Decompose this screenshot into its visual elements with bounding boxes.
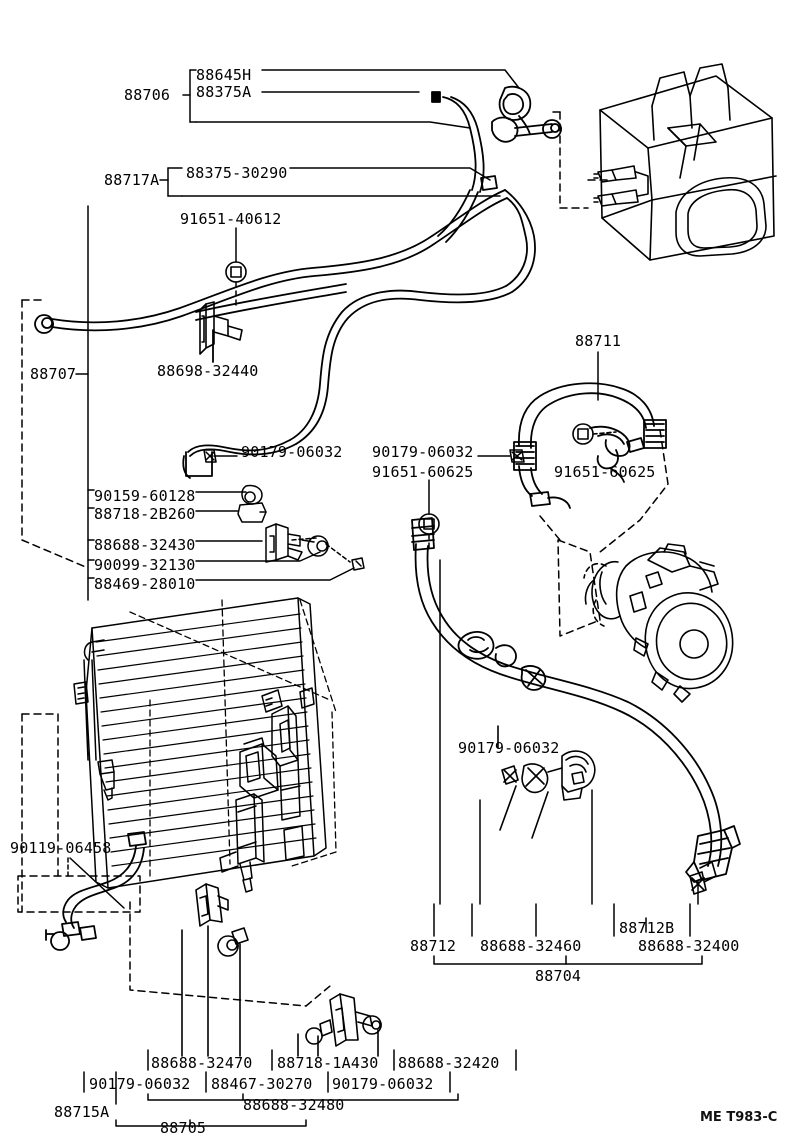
callout-88375A: 88375A [196, 83, 252, 101]
clamp-88712B [689, 861, 717, 895]
callout-90179-06032-b: 90179-06032 [372, 443, 474, 461]
callout-88706: 88706 [124, 86, 171, 104]
suction-hose-88711 [513, 382, 667, 509]
callout-90179-06032-c: 90179-06032 [458, 739, 560, 757]
callout-91651-40612: 91651-40612 [180, 210, 282, 228]
callout-88469-28010: 88469-28010 [94, 575, 196, 593]
marker-B-1 [225, 261, 247, 283]
callout-88711: 88711 [575, 332, 622, 350]
marker-B-3 [572, 423, 617, 445]
dashed-region-evaporator [547, 111, 611, 209]
condenser-assembly [73, 597, 337, 893]
callout-91651-60625-a: 91651-60625 [372, 463, 474, 481]
callout-88688-32460: 88688-32460 [480, 937, 582, 955]
bracket-system-bottom-right [433, 559, 703, 965]
leader-group-88706 [182, 69, 520, 129]
callout-88467-30270: 88467-30270 [211, 1075, 313, 1093]
callout-88705: 88705 [160, 1119, 207, 1137]
callout-90179-06032-a: 90179-06032 [241, 443, 343, 461]
leader-90119-06458 [67, 857, 125, 909]
callout-88688-32420: 88688-32420 [398, 1054, 500, 1072]
callout-88688-32470: 88688-32470 [151, 1054, 253, 1072]
callout-88717A: 88717A [104, 171, 160, 189]
callout-90179-06032-e: 90179-06032 [332, 1075, 434, 1093]
sheet-watermark: ME T983-C [700, 1110, 778, 1125]
dashed-region-88707 [21, 299, 89, 569]
callout-88707: 88707 [30, 365, 77, 383]
mid-loop-pipe [182, 189, 536, 479]
callout-88688-32480: 88688-32480 [243, 1096, 345, 1114]
dashed-region-compressor [539, 429, 669, 637]
callout-88688-32400: 88688-32400 [638, 937, 740, 955]
callout-90099-32130: 90099-32130 [94, 556, 196, 574]
dashed-region-88715A [17, 713, 141, 913]
callout-88704: 88704 [535, 967, 582, 985]
lower-left-pipe [45, 831, 147, 951]
evaporator-heater-unit [593, 63, 777, 261]
compressor-assembly [583, 543, 734, 703]
callout-90159-60128: 90159-60128 [94, 487, 196, 505]
callout-90179-06032-d: 90179-06032 [89, 1075, 191, 1093]
callout-88645H: 88645H [196, 66, 252, 84]
hose-bundle-top [431, 85, 562, 243]
bracket-88698-32440 [199, 301, 243, 363]
callout-88698-32440: 88698-32440 [157, 362, 259, 380]
callout-88718-1A430: 88718-1A430 [277, 1054, 379, 1072]
parts-cluster-mid-left [87, 484, 365, 581]
callout-88688-32430: 88688-32430 [94, 536, 196, 554]
callout-88712: 88712 [410, 937, 457, 955]
lower-center-brackets [181, 883, 382, 1057]
leader-88707 [75, 205, 89, 601]
fastener-90179-left [203, 449, 238, 463]
callout-88718-2B260: 88718-2B260 [94, 505, 196, 523]
discharge-hose-88704 [411, 517, 741, 883]
callout-88375-30290: 88375-30290 [186, 164, 288, 182]
dashed-region-condenser [129, 901, 331, 1007]
clamp-90179-06032-bottom [497, 725, 596, 839]
bracket-system-bottom-left [83, 1049, 517, 1127]
marker-B-2 [418, 513, 440, 535]
callout-90119-06458: 90119-06458 [10, 839, 112, 857]
callout-91651-60625-b: 91651-60625 [554, 463, 656, 481]
callout-88715A: 88715A [54, 1103, 110, 1121]
callout-88712B: 88712B [619, 919, 675, 937]
